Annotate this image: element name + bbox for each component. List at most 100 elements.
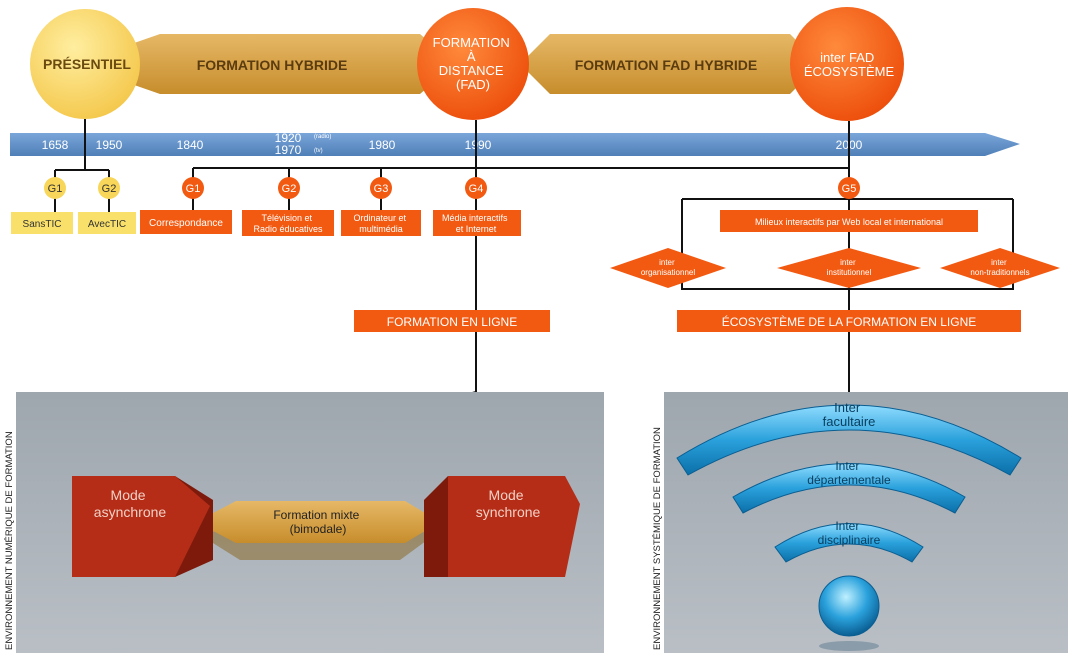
timeline-bar bbox=[10, 133, 1020, 156]
year-1980: 1980 bbox=[369, 138, 396, 152]
sync-label: Mode synchrone bbox=[476, 487, 541, 520]
left-panel: ENVIRONNEMENT NUMÉRIQUE DE FORMATION For… bbox=[4, 392, 604, 653]
g2-yellow-label: G2 bbox=[102, 183, 117, 195]
inter-fad-circle bbox=[790, 7, 904, 121]
sync-line2: synchrone bbox=[476, 504, 541, 520]
g5-node bbox=[838, 177, 860, 199]
arc1-line1: Inter bbox=[834, 400, 861, 415]
formation-en-ligne-box bbox=[354, 310, 550, 332]
non-traditionnels-label: inter non-traditionnels bbox=[970, 258, 1029, 277]
television-label: Télévision et Radio éducatives bbox=[253, 213, 323, 234]
non-traditionnels-line2: non-traditionnels bbox=[970, 268, 1029, 277]
year-1658: 1658 bbox=[42, 138, 69, 152]
sans-tic-label: SansTIC bbox=[23, 219, 62, 230]
g2-yellow-node bbox=[98, 177, 120, 199]
correspondance-box bbox=[140, 210, 232, 234]
async-label: Mode asynchrone bbox=[94, 487, 167, 520]
television-box bbox=[242, 210, 334, 236]
top-row: FORMATION HYBRIDE FORMATION FAD HYBRIDE … bbox=[30, 7, 904, 121]
arc3-line1: Inter bbox=[835, 519, 859, 533]
fad-hybrid-label: FORMATION FAD HYBRIDE bbox=[575, 57, 758, 73]
wifi-arc-2 bbox=[732, 463, 966, 514]
non-traditionnels-diamond bbox=[940, 248, 1060, 288]
media-label: Média interactifs et Internet bbox=[442, 213, 510, 234]
organisationnel-diamond bbox=[610, 248, 726, 288]
ordinateur-box bbox=[341, 210, 421, 236]
fad-line3: DISTANCE bbox=[439, 63, 504, 78]
organisationnel-label: inter organisationnel bbox=[641, 258, 695, 277]
arc1-line2: facultaire bbox=[823, 414, 876, 429]
fad-hybrid-arrow bbox=[520, 34, 820, 94]
arc3-label: Inter disciplinaire bbox=[818, 519, 881, 547]
presentiel-circle bbox=[30, 9, 140, 119]
g3-node bbox=[370, 177, 392, 199]
year-1950: 1950 bbox=[96, 138, 123, 152]
milieux-label: Milieux interactifs par Web local et int… bbox=[755, 217, 943, 227]
ordinateur-label: Ordinateur et multimédia bbox=[353, 213, 408, 234]
media-line2: et Internet bbox=[456, 224, 497, 234]
fad-line4: (FAD) bbox=[456, 77, 490, 92]
media-line1: Média interactifs bbox=[442, 213, 508, 223]
hybrid-label: FORMATION HYBRIDE bbox=[197, 57, 348, 73]
year-1990: 1990 bbox=[465, 138, 492, 152]
avec-tic-label: AvecTIC bbox=[88, 219, 126, 230]
wifi-dot bbox=[818, 575, 880, 637]
arc3-line2: disciplinaire bbox=[818, 533, 881, 547]
g4-label: G4 bbox=[469, 183, 484, 195]
institutionnel-diamond bbox=[777, 248, 921, 288]
arc1-label: Inter facultaire bbox=[823, 400, 876, 429]
g1-label: G1 bbox=[186, 183, 201, 195]
g1-yellow-label: G1 bbox=[48, 183, 63, 195]
timeline: 1658 1950 1840 1920 (radio) 1970 (tv) 19… bbox=[10, 131, 1020, 157]
year-1920: 1920 bbox=[275, 131, 302, 145]
async-block bbox=[72, 476, 210, 577]
tv-note: (tv) bbox=[314, 148, 323, 154]
async-line1: Mode bbox=[111, 487, 146, 503]
milieux-box bbox=[720, 210, 978, 232]
arc2-line2: départementale bbox=[807, 473, 891, 487]
g4-node bbox=[465, 177, 487, 199]
fad-line2: À bbox=[467, 49, 476, 64]
wifi-dot-shadow bbox=[819, 641, 879, 651]
organisationnel-line2: organisationnel bbox=[641, 268, 695, 277]
g1-yellow-node bbox=[44, 177, 66, 199]
left-panel-side-label: ENVIRONNEMENT NUMÉRIQUE DE FORMATION bbox=[4, 431, 15, 650]
institutionnel-line1: inter bbox=[840, 258, 856, 267]
television-line2: Radio éducatives bbox=[253, 224, 323, 234]
fad-label: FORMATION À DISTANCE (FAD) bbox=[433, 35, 514, 92]
institutionnel-label: inter institutionnel bbox=[827, 258, 872, 277]
hybrid-arrow bbox=[120, 34, 455, 94]
sync-block-side bbox=[424, 476, 448, 577]
organisationnel-line1: inter bbox=[659, 258, 675, 267]
ordinateur-line2: multimédia bbox=[359, 224, 403, 234]
correspondance-label: Correspondance bbox=[149, 218, 223, 229]
mixte-line1: Formation mixte bbox=[273, 508, 359, 522]
generation-boxes: SansTIC AvecTIC Correspondance Télévisio… bbox=[11, 210, 1060, 332]
ecosysteme-label: ÉCOSYSTÈME DE LA FORMATION EN LIGNE bbox=[722, 314, 977, 329]
wifi-arc-3 bbox=[774, 523, 924, 563]
fad-circle bbox=[417, 8, 529, 120]
media-box bbox=[433, 210, 521, 236]
year-1970: 1970 bbox=[275, 143, 302, 157]
inter-fad-line1: inter FAD bbox=[820, 50, 874, 65]
mixte-line2: (bimodale) bbox=[290, 522, 347, 536]
arc2-label: Inter départementale bbox=[807, 459, 891, 487]
ordinateur-line1: Ordinateur et bbox=[353, 213, 406, 223]
inter-fad-line2: ÉCOSYSTÈME bbox=[804, 64, 895, 79]
mixte-arrow bbox=[196, 501, 440, 543]
g2-label: G2 bbox=[282, 183, 297, 195]
right-panel: ENVIRONNEMENT SYSTÉMIQUE DE FORMATION In… bbox=[652, 392, 1068, 653]
institutionnel-line2: institutionnel bbox=[827, 268, 872, 277]
non-traditionnels-line1: inter bbox=[991, 258, 1007, 267]
sans-tic-box bbox=[11, 212, 73, 234]
presentiel-label: PRÉSENTIEL bbox=[43, 56, 131, 72]
g3-label: G3 bbox=[374, 183, 389, 195]
sync-line1: Mode bbox=[489, 487, 524, 503]
sync-block bbox=[448, 476, 580, 577]
g2-node bbox=[278, 177, 300, 199]
arc2-line1: Inter bbox=[835, 459, 859, 473]
radio-note: (radio) bbox=[314, 134, 331, 140]
fad-line1: FORMATION bbox=[433, 35, 510, 50]
inter-fad-label: inter FAD ÉCOSYSTÈME bbox=[804, 50, 895, 79]
